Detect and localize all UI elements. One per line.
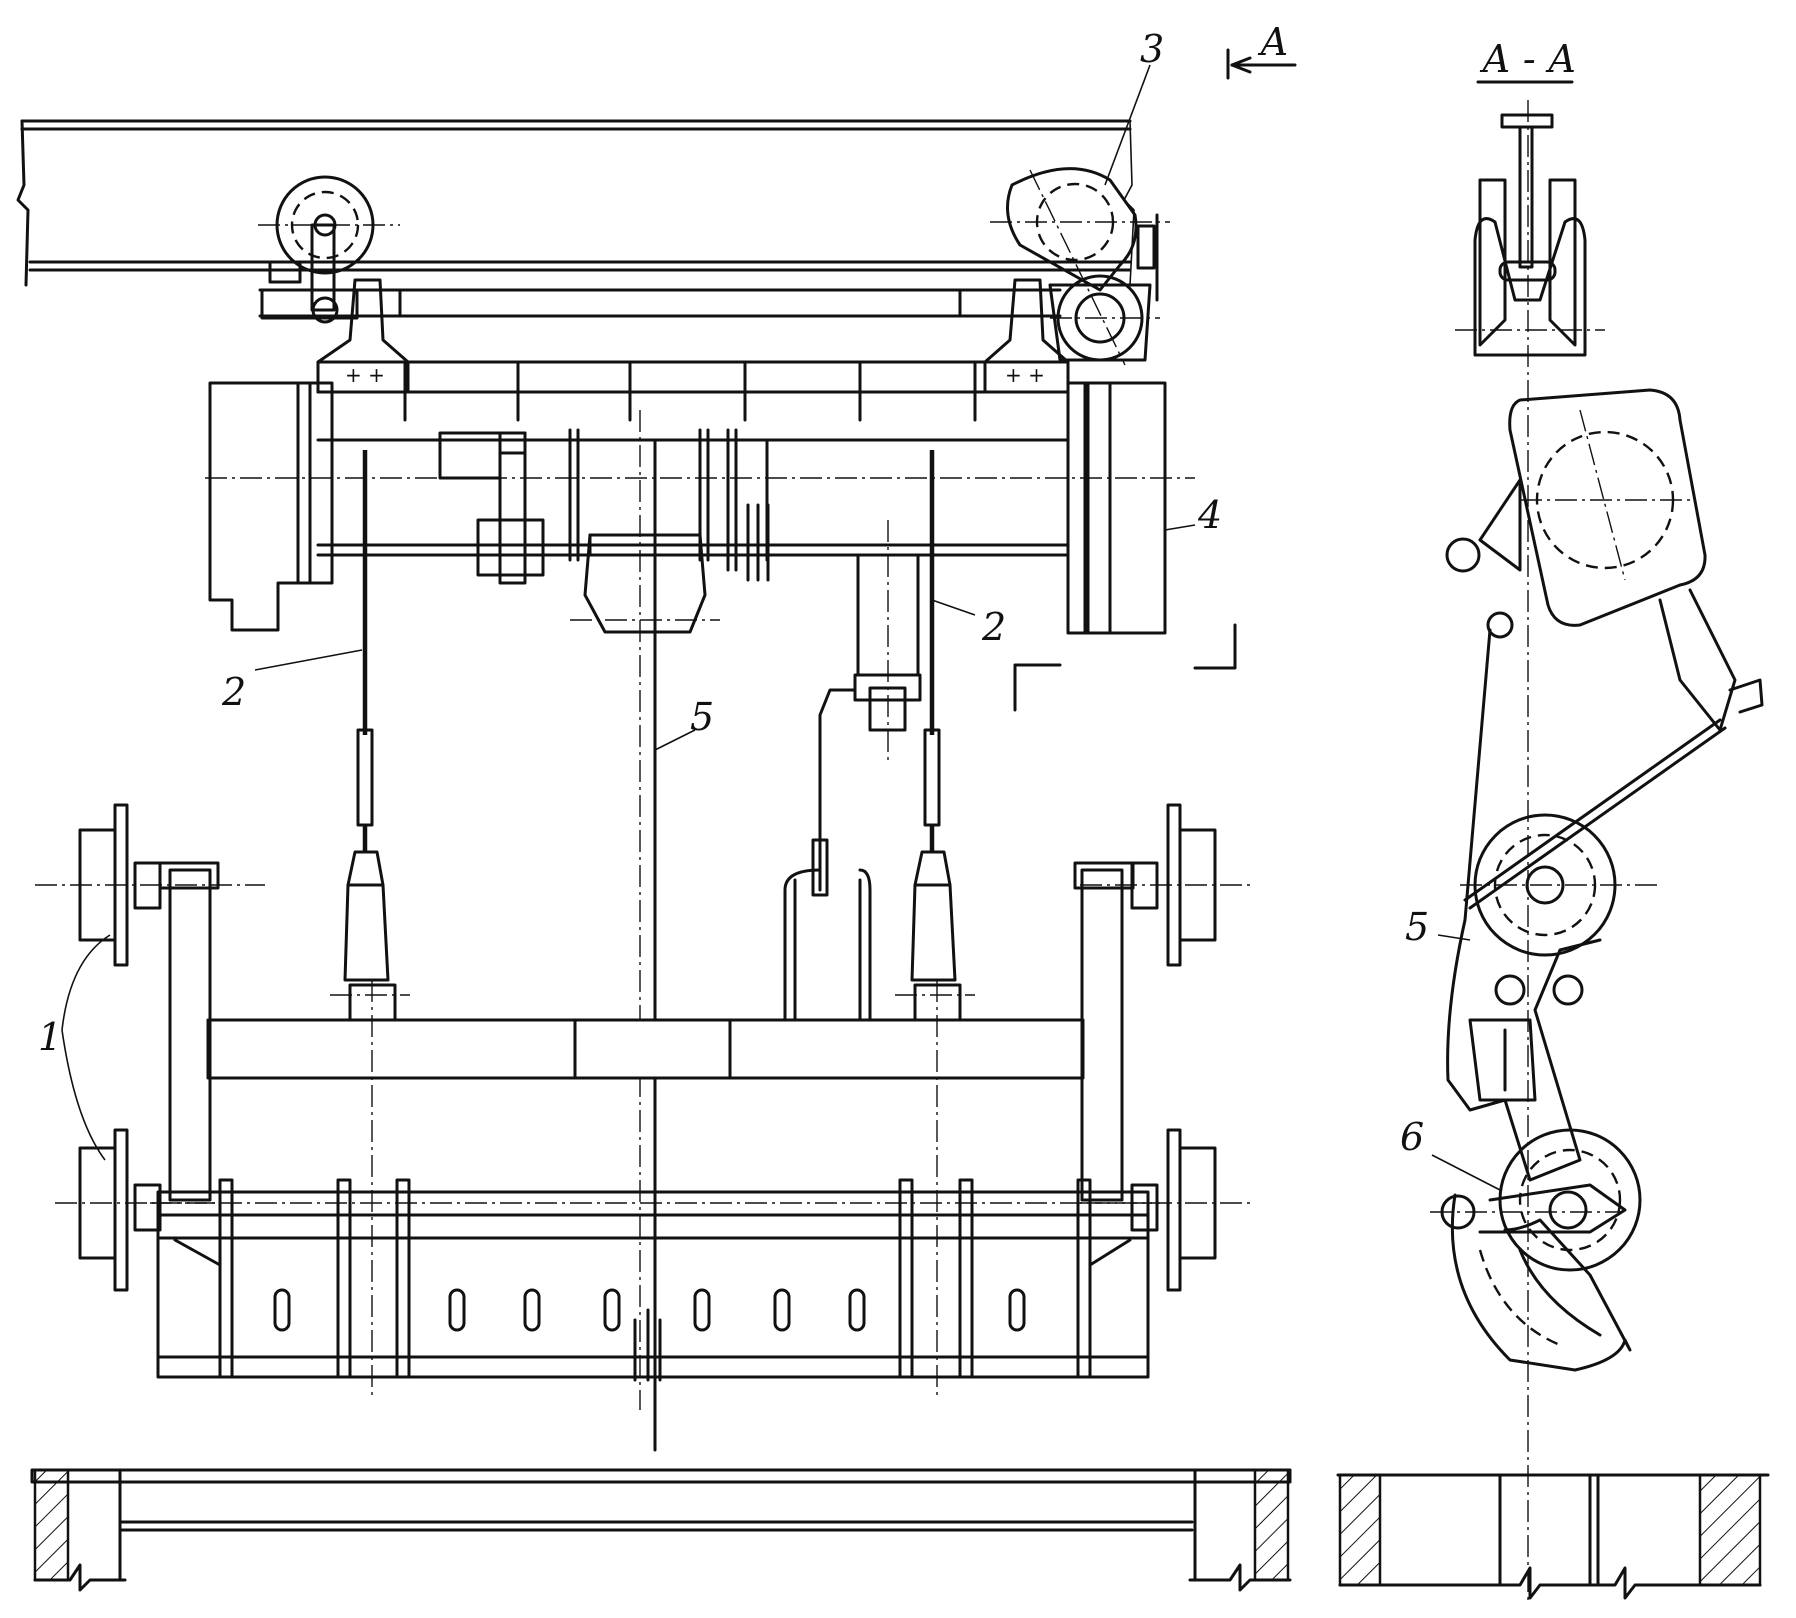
- section-title: А - А: [1479, 37, 1577, 81]
- leader-lines: [61, 64, 1501, 1191]
- overhead-rail-beam: [16, 119, 1135, 287]
- foundation-front: [30, 1468, 1292, 1592]
- trolley-carriage: + + + +: [205, 167, 1195, 872]
- label-3: 3: [1140, 27, 1164, 71]
- section-view: [1430, 80, 1764, 1600]
- section-arrow-label: А: [1257, 20, 1289, 64]
- svg-text:+ +: + +: [345, 363, 385, 387]
- hoist-ropes: [343, 450, 957, 982]
- label-2-left: 2: [221, 670, 246, 714]
- svg-text:+ +: + +: [1005, 363, 1045, 387]
- foundation-side: [1336, 1473, 1770, 1600]
- hanging-bale: [783, 838, 872, 1022]
- label-6: 6: [1400, 1115, 1424, 1159]
- callout-labels: 1 2 2 3 4 5 5 6 А А - А: [38, 20, 1577, 1159]
- label-1: 1: [38, 1015, 62, 1059]
- control-rod: [639, 410, 657, 1452]
- label-4: 4: [1197, 493, 1222, 537]
- label-5-front: 5: [690, 695, 714, 739]
- label-2-right: 2: [981, 605, 1006, 649]
- section-marks: [1013, 48, 1297, 712]
- label-5-section: 5: [1405, 905, 1429, 949]
- spreader-traverse: [35, 803, 1255, 1400]
